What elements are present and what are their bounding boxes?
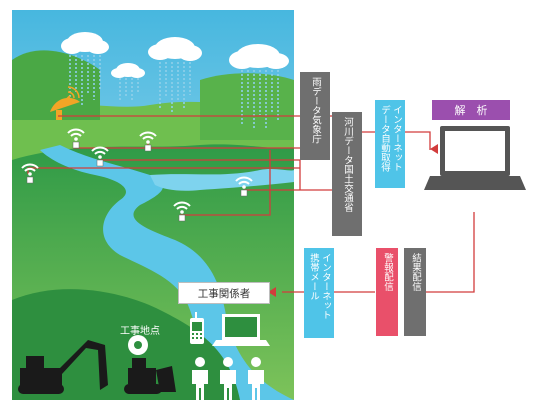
target-icon (128, 335, 148, 355)
result-dist-label: 結果配信 (409, 253, 421, 291)
wifi-sensor-icon (91, 146, 109, 167)
alert-dist-box: 警報配信 (376, 248, 398, 336)
bulldozer-icon (124, 358, 176, 394)
excavator-icon (18, 340, 108, 394)
cloud-icon (61, 32, 109, 54)
cloud-icon (229, 44, 289, 69)
laptop-icon (424, 126, 526, 190)
rain-data-label: 雨データ気象庁 (309, 77, 321, 144)
workers-box: 工事関係者 (178, 282, 270, 304)
analysis-box: 解 析 (432, 100, 510, 120)
wifi-sensor-icon (173, 201, 191, 222)
cloud-icon (148, 37, 202, 61)
internet-mail-label: インターネット (319, 253, 331, 320)
arrow-to-workers (268, 287, 276, 297)
rain-streaks (241, 70, 279, 130)
rain-data-box: 雨データ気象庁 (300, 72, 330, 160)
analysis-label: 解 析 (454, 104, 488, 117)
river-data-box: 河川データ国土交通省 (332, 112, 362, 236)
river-branch (150, 169, 294, 191)
wifi-sensor-icon (21, 163, 39, 184)
rain-streaks (159, 62, 191, 112)
river-data-label: 河川データ国土交通省 (341, 117, 353, 212)
result-dist-box: 結果配信 (404, 248, 426, 336)
phone-icon (190, 312, 204, 344)
rain-streaks (119, 78, 139, 102)
wifi-sensor-icon (139, 131, 157, 152)
work-site-label: 工事地点 (120, 326, 160, 337)
wifi-sensor-icon (235, 176, 253, 197)
internet-auto-box: インターネット データ自動取得 (375, 100, 405, 188)
worker-icon (192, 357, 208, 400)
internet-label: インターネット (390, 105, 402, 172)
auto-fetch-label: データ自動取得 (379, 105, 390, 172)
arrow-to-laptop (430, 144, 438, 154)
worker-icon (248, 357, 264, 400)
worker-icon (220, 357, 236, 400)
cloud-icon (111, 63, 145, 78)
mobile-mail-label: 携帯メール (308, 253, 319, 301)
foreground-hill (12, 289, 240, 400)
satellite-dish-icon (50, 86, 80, 120)
workers-label: 工事関係者 (197, 287, 251, 300)
laptop-icon (212, 314, 270, 346)
internet-mail-box: インターネット 携帯メール (304, 248, 334, 338)
right-hill (200, 73, 294, 140)
alert-dist-label: 警報配信 (381, 253, 393, 291)
wifi-sensor-icon (67, 128, 85, 149)
